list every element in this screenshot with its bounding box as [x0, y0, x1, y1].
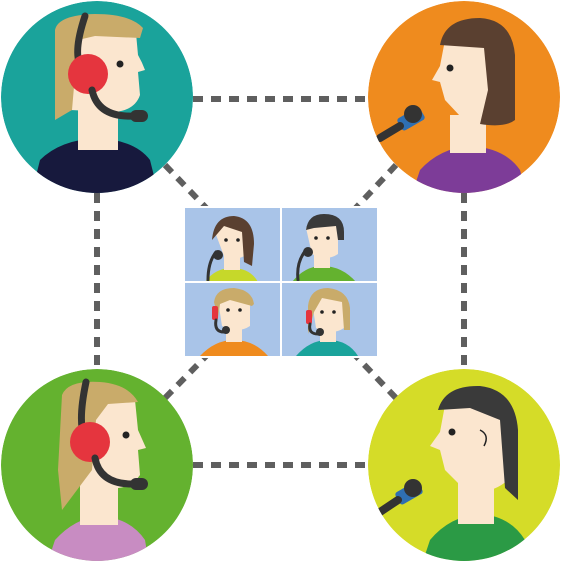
- screen-tile-4: [296, 288, 358, 356]
- participant-microphone-woman-icon: [368, 1, 560, 193]
- screen-tile-3: [200, 288, 268, 356]
- screen-tile-1: [205, 216, 258, 282]
- screen-tile-2: [292, 214, 356, 282]
- connector-diag-bl: [162, 349, 213, 401]
- participant-microphone-man-icon: [368, 369, 560, 561]
- connector-diag-br: [349, 349, 399, 401]
- connector-diag-tr: [349, 162, 399, 215]
- video-conference-screen-icon: [183, 206, 379, 358]
- connector-lines: [94, 96, 467, 468]
- connector-diag-tl: [162, 162, 213, 215]
- participant-headset-man-icon: [1, 1, 193, 193]
- participant-headset-woman-icon: [1, 369, 193, 561]
